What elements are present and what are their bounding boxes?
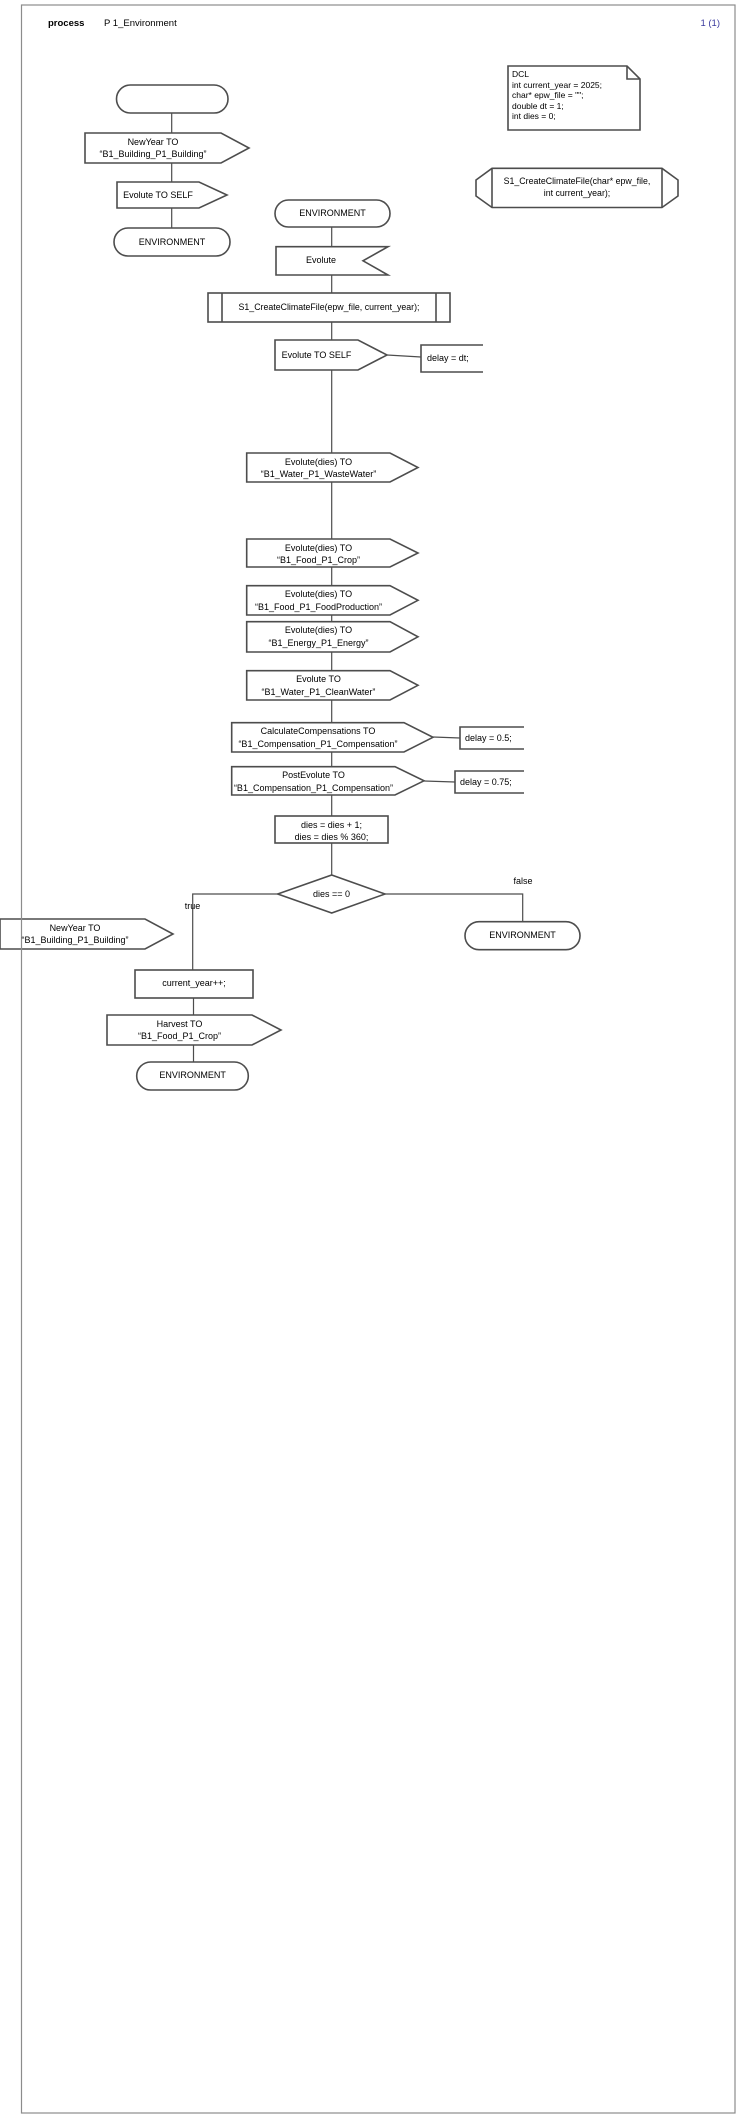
dcl-text-symbol	[507, 65, 641, 131]
send-calculate-compensations-symbol	[230, 721, 435, 753]
send-wastewater-symbol	[245, 452, 420, 483]
send-energy-label: Evolute(dies) TO “B1_Energy_P1_Energy”	[268, 625, 369, 648]
comment-delay-dt-label: delay = dt;	[427, 352, 469, 363]
process-kind-label: process	[48, 18, 85, 29]
comment-link-delay-dt	[386, 354, 422, 358]
procedure-call-label: S1_CreateClimateFile(epw_file, current_y…	[238, 301, 420, 312]
comment-link-delay-half	[432, 736, 461, 739]
send-evolute-self-start-label: Evolute TO SELF	[123, 189, 193, 200]
send-evolute-self-symbol	[274, 339, 389, 371]
connector-lines	[171, 113, 524, 1062]
comment-delay-half-label: delay = 0.5;	[465, 732, 512, 743]
send-post-evolute-symbol	[230, 765, 426, 796]
dcl-declaration-text: DCL int current_year = 2025; char* epw_f…	[512, 69, 603, 122]
comment-delay-three-quarters-label: delay = 0.75;	[460, 776, 512, 787]
procedure-declaration-text: S1_CreateClimateFile(char* epw_file, int…	[503, 176, 651, 198]
send-calculate-compensations-label: CalculateCompensations TO “B1_Compensati…	[238, 726, 398, 749]
next-state-environment-start-symbol	[113, 227, 231, 257]
comment-delay-half-symbol	[459, 726, 524, 750]
send-evolute-self-start-symbol	[116, 181, 229, 209]
false-next-state-environment-label: ENVIRONMENT	[489, 929, 556, 940]
next-state-environment-start-label: ENVIRONMENT	[138, 236, 206, 247]
comment-delay-dt-symbol	[420, 344, 483, 373]
send-newyear-start-symbol	[84, 132, 251, 164]
decision-dies-symbol	[275, 874, 388, 914]
true-send-newyear-symbol	[0, 918, 175, 950]
false-next-state-environment-symbol	[464, 920, 581, 951]
send-post-evolute-label: PostEvolute TO “B1_Compensation_P1_Compe…	[233, 770, 394, 793]
page-number: 1 (1)	[700, 18, 720, 29]
send-food-production-symbol	[245, 584, 420, 616]
dcl-dogear-fold	[626, 66, 640, 80]
procedure-call-symbol	[207, 292, 451, 323]
task-dies-label: dies = dies + 1; dies = dies % 360;	[294, 819, 369, 843]
true-send-newyear-label: NewYear TO “B1_Building_P1_Building”	[21, 922, 129, 946]
input-evolute-symbol	[275, 245, 392, 276]
true-next-state-environment-symbol	[135, 1061, 250, 1091]
comment-link-delay-three-quarters	[423, 780, 456, 783]
false-branch-label: false	[513, 876, 533, 886]
send-evolute-self-label: Evolute TO SELF	[281, 349, 352, 360]
send-food-crop-symbol	[245, 538, 420, 568]
comment-delay-three-quarters-symbol	[454, 770, 524, 794]
task-increment-year-label: current_year++;	[162, 978, 226, 988]
task-dies-symbol	[274, 815, 389, 844]
false-branch-line	[385, 893, 524, 922]
send-clean-water-label: Evolute TO “B1_Water_P1_CleanWater”	[261, 674, 376, 697]
send-harvest-symbol	[106, 1014, 283, 1046]
send-energy-symbol	[245, 620, 420, 653]
send-food-production-label: Evolute(dies) TO “B1_Food_P1_FoodProduct…	[254, 589, 383, 612]
decision-dies-label: dies == 0	[312, 888, 351, 899]
true-next-state-environment-label: ENVIRONMENT	[159, 1070, 226, 1080]
send-newyear-start-label: NewYear TO “B1_Building_P1_Building”	[99, 136, 207, 160]
send-wastewater-label: Evolute(dies) TO “B1_Water_P1_WasteWater…	[260, 456, 377, 480]
true-branch-line	[192, 893, 278, 970]
task-increment-year-symbol	[134, 969, 254, 999]
state-environment-label: ENVIRONMENT	[299, 208, 366, 218]
true-branch-label: true	[184, 901, 201, 911]
start-symbol	[115, 84, 229, 114]
send-harvest-label: Harvest TO “B1_Food_P1_Crop”	[137, 1018, 222, 1042]
process-name: P 1_Environment	[104, 18, 177, 29]
page-frame	[20, 4, 736, 2114]
state-environment-symbol	[274, 199, 391, 228]
send-clean-water-symbol	[245, 669, 420, 701]
input-evolute-label: Evolute	[305, 255, 337, 266]
send-food-crop-label: Evolute(dies) TO “B1_Food_P1_Crop”	[276, 542, 361, 566]
